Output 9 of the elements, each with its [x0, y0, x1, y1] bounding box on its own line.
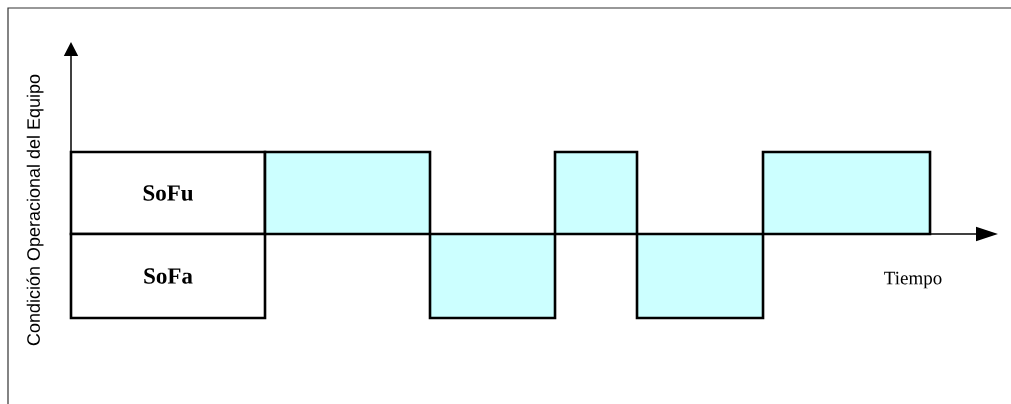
state-box: SoFu [69, 150, 267, 236]
state-box: SoFa [69, 232, 267, 320]
state-block [635, 232, 765, 320]
axis-label: Tiempo [884, 271, 942, 289]
state-block [263, 150, 432, 236]
state-block [553, 150, 639, 236]
state-block [428, 232, 557, 320]
axis-label: Condición Operacional del Equipo [26, 74, 44, 346]
state-block [761, 150, 932, 236]
